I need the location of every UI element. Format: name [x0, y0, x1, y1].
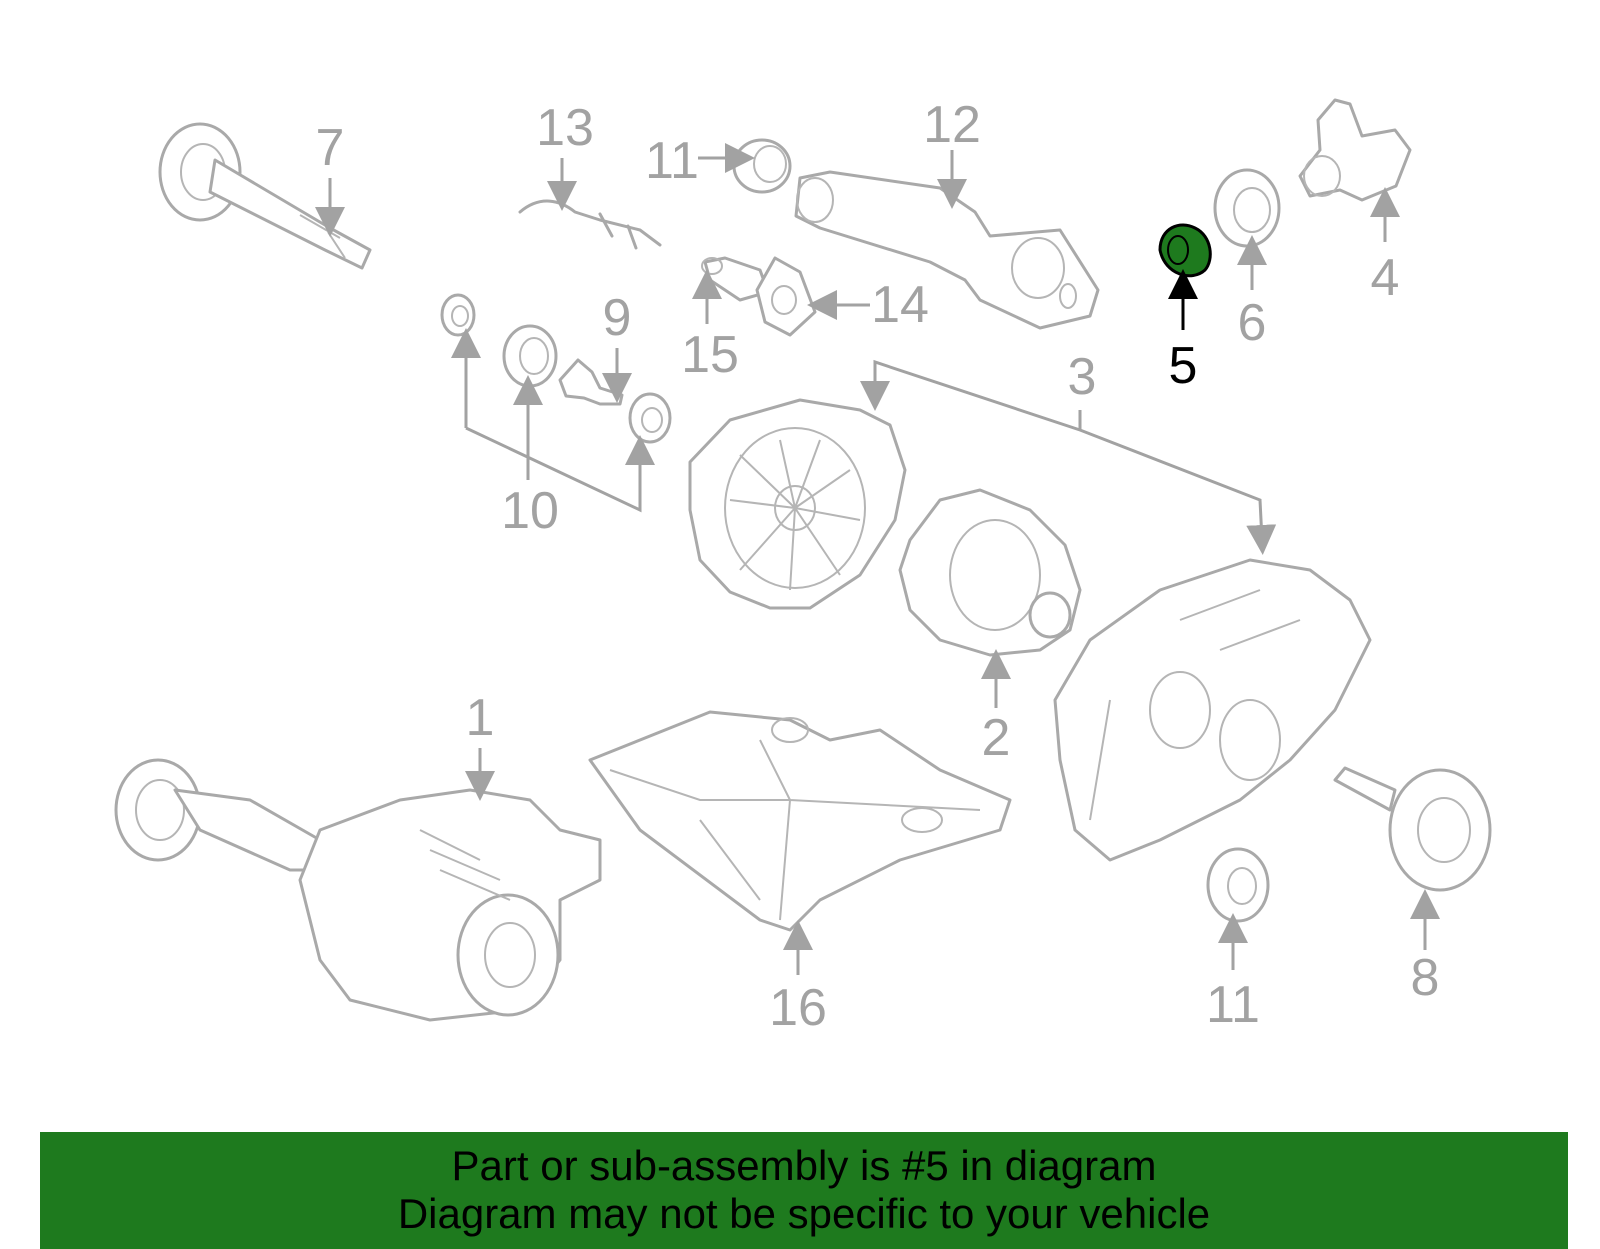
callout-7: 7 [316, 119, 345, 177]
part-3-housing-right [1053, 558, 1372, 862]
callout-13: 13 [536, 99, 594, 157]
callout-6: 6 [1238, 294, 1267, 352]
callout-15: 15 [681, 326, 739, 384]
leader-lines [315, 143, 1440, 975]
part-9-pinion [558, 358, 624, 406]
callout-11-bottom: 11 [1206, 976, 1260, 1034]
part-2-differential [898, 488, 1082, 657]
callout-labels: 7 13 11 12 4 6 5 15 14 9 10 3 2 1 16 11 … [316, 96, 1440, 1037]
callout-12: 12 [923, 96, 981, 154]
callout-4: 4 [1371, 249, 1400, 307]
part-8-axle-shaft [1333, 766, 1492, 892]
banner-line-disclaimer: Diagram may not be specific to your vehi… [397, 1190, 1211, 1237]
part-1-axle-assembly [114, 758, 602, 1022]
part-14-gasket [755, 256, 817, 337]
callout-9: 9 [603, 289, 632, 347]
part-5-highlighted[interactable] [1158, 223, 1212, 278]
callout-8: 8 [1411, 949, 1440, 1007]
callout-3: 3 [1068, 348, 1097, 406]
part-6-seal [1213, 168, 1281, 248]
callout-16: 16 [769, 979, 827, 1037]
banner-line-part: Part or sub-assembly is #5 in diagram [451, 1142, 1157, 1189]
info-banner: Part or sub-assembly is #5 in diagram Di… [40, 1132, 1568, 1249]
part-13-vent-hose [518, 199, 662, 250]
part-16-skid-plate [588, 710, 1012, 932]
callout-10: 10 [501, 482, 559, 540]
part-3-housing-left [688, 398, 907, 610]
callout-5: 5 [1169, 337, 1198, 395]
callout-14: 14 [871, 276, 929, 334]
callout-11-top: 11 [645, 132, 699, 190]
part-4-flange [1298, 98, 1412, 202]
callout-2: 2 [982, 709, 1011, 767]
part-11-seal-bottom [1206, 847, 1270, 923]
callout-1: 1 [466, 689, 495, 747]
part-10-bearings [440, 293, 672, 444]
part-11-plug-top [732, 138, 792, 194]
